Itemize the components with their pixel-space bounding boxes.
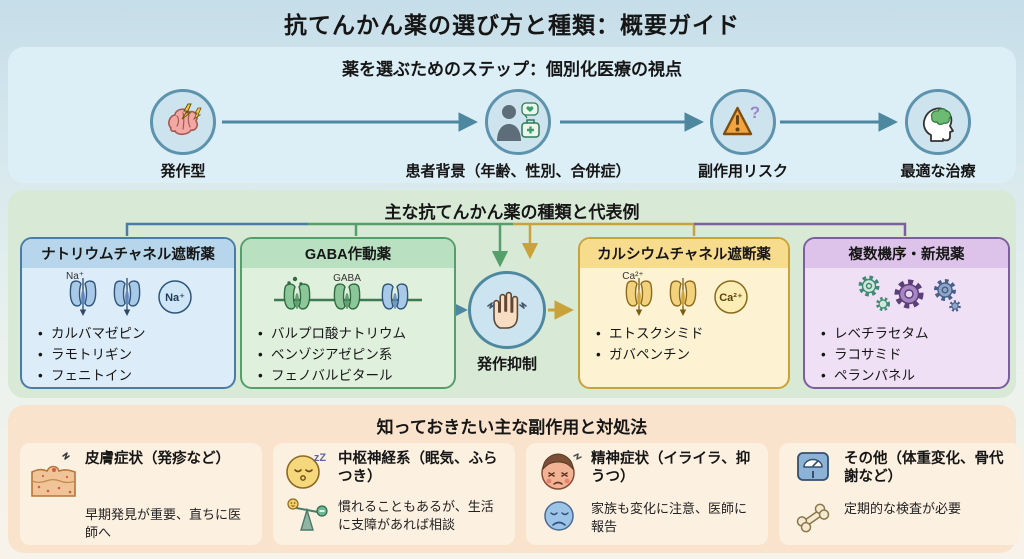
step-patient-background: 患者背景（年齢、性別、合併症） bbox=[368, 89, 668, 181]
effect-title: 精神症状（イライラ、抑うつ） bbox=[591, 451, 751, 486]
effect-body: 早期発見が重要、直ちに医師へ bbox=[85, 507, 242, 540]
drug-list: エトスクシミド ガバペンチン bbox=[580, 324, 788, 366]
svg-text:Ca²⁺: Ca²⁺ bbox=[622, 271, 643, 282]
skin-rash-icon bbox=[29, 450, 79, 503]
patient-icon bbox=[497, 102, 540, 141]
step-circle bbox=[485, 89, 551, 155]
step-label: 発作型 bbox=[160, 163, 206, 180]
hand-stop-icon bbox=[487, 291, 527, 329]
steps-heading: 薬を選ぶためのステップ：個別化医療の視点 bbox=[342, 60, 682, 79]
balance-icon bbox=[285, 495, 329, 538]
step-optimal-treatment: 最適な治療 bbox=[863, 89, 1013, 181]
drug-list: バルプロ酸ナトリウム ベンゾジアゼピン系 フェノバルビタール bbox=[242, 324, 454, 387]
brain-seizure-icon bbox=[168, 103, 202, 136]
class-header: GABA作動薬 bbox=[242, 239, 454, 268]
effect-title: その他（体重変化、骨代謝など） bbox=[844, 451, 1004, 486]
drug-item: レベチラセタム bbox=[821, 324, 1008, 345]
class-box-sodium: ナトリウムチャネル遮断薬 Na⁺ Na⁺ カルバマゼピン ラモトリギン フェニト… bbox=[20, 237, 236, 389]
side-effects-panel: 知っておきたい主な副作用と対処法 皮膚症状（発疹など） 早期発見が重要、直ちに医… bbox=[8, 405, 1021, 553]
sleepy-face-icon: zZ bbox=[284, 450, 330, 495]
drug-item: ペランパネル bbox=[821, 366, 1008, 387]
step-label: 副作用リスク bbox=[697, 163, 788, 180]
bone-icon bbox=[790, 497, 836, 542]
head-brain-icon bbox=[922, 107, 954, 142]
drug-item: ガバペンチン bbox=[596, 345, 788, 366]
weight-scale-icon bbox=[790, 450, 836, 497]
drug-list: カルバマゼピン ラモトリギン フェニトイン bbox=[22, 324, 234, 387]
drug-item: ラコサミド bbox=[821, 345, 1008, 366]
class-box-calcium: カルシウムチャネル遮断薬 Ca²⁺ Ca²⁺ エトスクシミド ガバペンチン bbox=[578, 237, 790, 389]
calcium-channel-icon: Ca²⁺ Ca²⁺ bbox=[580, 268, 788, 324]
step-circle bbox=[150, 89, 216, 155]
effect-card-other: その他（体重変化、骨代謝など） 定期的な検査が必要 bbox=[779, 443, 1021, 545]
svg-text:?: ? bbox=[750, 103, 760, 122]
warning-icon: ? bbox=[722, 103, 760, 136]
step-side-effect-risk: ? 副作用リスク bbox=[668, 89, 818, 181]
effect-card-skin: 皮膚症状（発疹など） 早期発見が重要、直ちに医師へ bbox=[20, 443, 262, 545]
drug-item: ラモトリギン bbox=[38, 345, 234, 366]
effect-body: 定期的な検査が必要 bbox=[844, 501, 962, 516]
drug-item: カルバマゼピン bbox=[38, 324, 234, 345]
svg-text:zZ: zZ bbox=[314, 452, 327, 464]
class-box-multi-mechanism: 複数機序・新規薬 bbox=[803, 237, 1010, 389]
svg-text:GABA: GABA bbox=[333, 273, 361, 284]
class-header: ナトリウムチャネル遮断薬 bbox=[22, 239, 234, 268]
step-label: 患者背景（年齢、性別、合併症） bbox=[405, 163, 631, 180]
side-effects-row: 皮膚症状（発疹など） 早期発見が重要、直ちに医師へ zZ 中枢神経系（眠気、ふら… bbox=[20, 443, 1021, 545]
page-title: 抗てんかん薬の選び方と種類：概要ガイド bbox=[284, 12, 740, 38]
step-circle bbox=[905, 89, 971, 155]
class-header: 複数機序・新規薬 bbox=[805, 239, 1008, 268]
seizure-suppression-label: 発作抑制 bbox=[476, 356, 537, 373]
drug-item: フェニトイン bbox=[38, 366, 234, 387]
step-circle: ? bbox=[710, 89, 776, 155]
side-effects-heading: 知っておきたい主な副作用と対処法 bbox=[376, 418, 648, 437]
gaba-receptor-icon: GABA bbox=[242, 268, 454, 324]
drug-item: エトスクシミド bbox=[596, 324, 788, 345]
drug-classes-heading: 主な抗てんかん薬の種類と代表例 bbox=[384, 203, 640, 222]
svg-text:Ca²⁺: Ca²⁺ bbox=[719, 292, 743, 304]
effect-title: 皮膚症状（発疹など） bbox=[85, 451, 230, 467]
drug-item: バルプロ酸ナトリウム bbox=[258, 324, 454, 345]
angry-face-icon bbox=[537, 450, 583, 497]
effect-body: 慣れることもあるが、生活に支障があれば相談 bbox=[338, 499, 494, 532]
svg-text:Na⁺: Na⁺ bbox=[165, 292, 185, 304]
svg-text:Na⁺: Na⁺ bbox=[66, 271, 84, 282]
effect-card-cns: zZ 中枢神経系（眠気、ふらつき） 慣れることもあるが、生活に支障があれば相談 bbox=[273, 443, 515, 545]
steps-panel: 薬を選ぶためのステップ：個別化医療の視点 発作型 bbox=[8, 47, 1016, 183]
effect-title: 中枢神経系（眠気、ふらつき） bbox=[338, 451, 498, 486]
seizure-suppression-circle bbox=[468, 271, 546, 349]
class-box-gaba: GABA作動薬 GABA バルプロ酸ナトリウム ベンゾジアゼピン系 フェノバルビ… bbox=[240, 237, 456, 389]
sad-face-icon bbox=[542, 497, 578, 538]
drug-item: フェノバルビタール bbox=[258, 366, 454, 387]
drug-item: ベンゾジアゼピン系 bbox=[258, 345, 454, 366]
step-seizure-type: 発作型 bbox=[83, 89, 283, 181]
drug-list: レベチラセタム ラコサミド ペランパネル bbox=[805, 324, 1008, 387]
effect-body: 家族も変化に注意、医師に報告 bbox=[591, 501, 748, 534]
gears-icon bbox=[805, 268, 1008, 324]
step-label: 最適な治療 bbox=[900, 163, 976, 180]
class-header: カルシウムチャネル遮断薬 bbox=[580, 239, 788, 268]
effect-card-psychiatric: 精神症状（イライラ、抑うつ） 家族も変化に注意、医師に報告 bbox=[526, 443, 768, 545]
drug-classes-panel: 主な抗てんかん薬の種類と代表例 ナトリウムチャネル遮断薬 Na⁺ Na⁺ カルバ… bbox=[8, 190, 1016, 398]
sodium-channel-icon: Na⁺ Na⁺ bbox=[22, 268, 234, 324]
